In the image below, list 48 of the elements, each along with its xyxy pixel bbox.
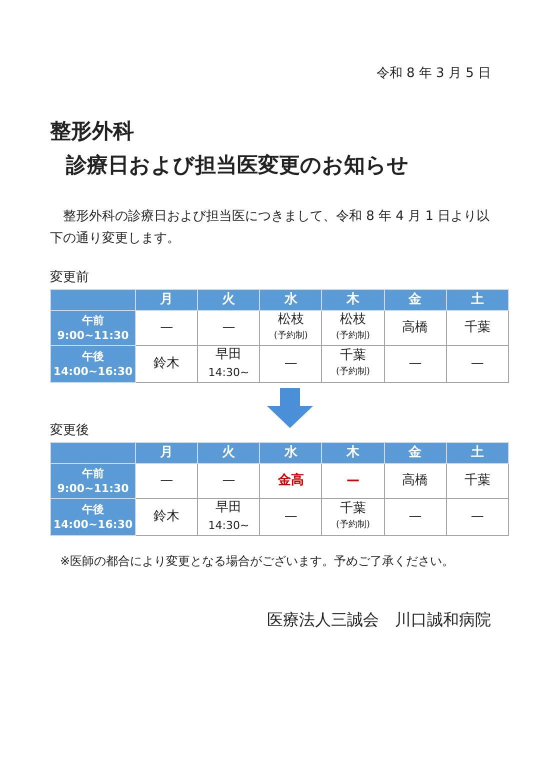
- schedule-cell: 高橋: [384, 463, 446, 498]
- weekday-header: 月: [136, 290, 198, 310]
- schedule-cell: —: [136, 310, 198, 345]
- schedule-cell: 高橋: [384, 310, 446, 345]
- weekday-header: 火: [198, 290, 260, 310]
- session-header: 午前 9:00~11:30: [50, 463, 136, 498]
- schedule-cell: 松枝 (予約制): [260, 310, 322, 345]
- schedule-cell: 早田 14:30~: [198, 345, 260, 382]
- schedule-cell: —: [198, 310, 260, 345]
- schedule-cell: 千葉 (予約制): [322, 498, 384, 535]
- table-caption: 変更後: [50, 422, 89, 440]
- weekday-header: 月: [136, 442, 198, 463]
- schedule-cell: 金高: [260, 463, 322, 498]
- date-text: 令和 8 年 3 月 5 日: [376, 65, 491, 83]
- schedule-cell: 千葉 (予約制): [322, 345, 384, 382]
- schedule-cell: 鈴木: [136, 345, 198, 382]
- subtitle: 診療日および担当医変更のお知らせ: [66, 152, 409, 179]
- weekday-header: 金: [384, 290, 446, 310]
- schedule-cell: 鈴木: [136, 498, 198, 535]
- weekday-header: 木: [322, 442, 384, 463]
- schedule-cell: —: [384, 498, 446, 535]
- weekday-header: 土: [446, 442, 508, 463]
- session-header: 午後 14:00~16:30: [50, 345, 136, 382]
- weekday-header: 火: [198, 442, 260, 463]
- schedule-cell: —: [384, 345, 446, 382]
- weekday-header: 水: [260, 442, 322, 463]
- schedule-cell: —: [198, 463, 260, 498]
- hospital-name: 医療法人三誠会 川口誠和病院: [267, 609, 491, 631]
- table-caption: 変更前: [50, 269, 89, 287]
- session-header: 午後 14:00~16:30: [50, 498, 136, 535]
- session-header: 午前 9:00~11:30: [50, 310, 136, 345]
- weekday-header: 金: [384, 442, 446, 463]
- schedule-cell: 千葉: [446, 310, 508, 345]
- weekday-header: 土: [446, 290, 508, 310]
- intro-paragraph: 整形外科の診療日および担当医につきまして、令和 8 年 4 月 1 日より以下の通り変更します。: [50, 208, 491, 248]
- footnote: ※医師の都合により変更となる場合がございます。予めご了承ください。: [60, 553, 454, 570]
- schedule-cell: —: [260, 498, 322, 535]
- schedule-cell: —: [322, 463, 384, 498]
- schedule-cell: —: [446, 498, 508, 535]
- title: 整形外科: [50, 118, 134, 145]
- schedule-cell: —: [446, 345, 508, 382]
- schedule-cell: —: [260, 345, 322, 382]
- weekday-header: 水: [260, 290, 322, 310]
- schedule-cell: 早田 14:30~: [198, 498, 260, 535]
- schedule-cell: —: [136, 463, 198, 498]
- schedule-cell: 松枝 (予約制): [322, 310, 384, 345]
- weekday-header: 木: [322, 290, 384, 310]
- schedule-cell: 千葉: [446, 463, 508, 498]
